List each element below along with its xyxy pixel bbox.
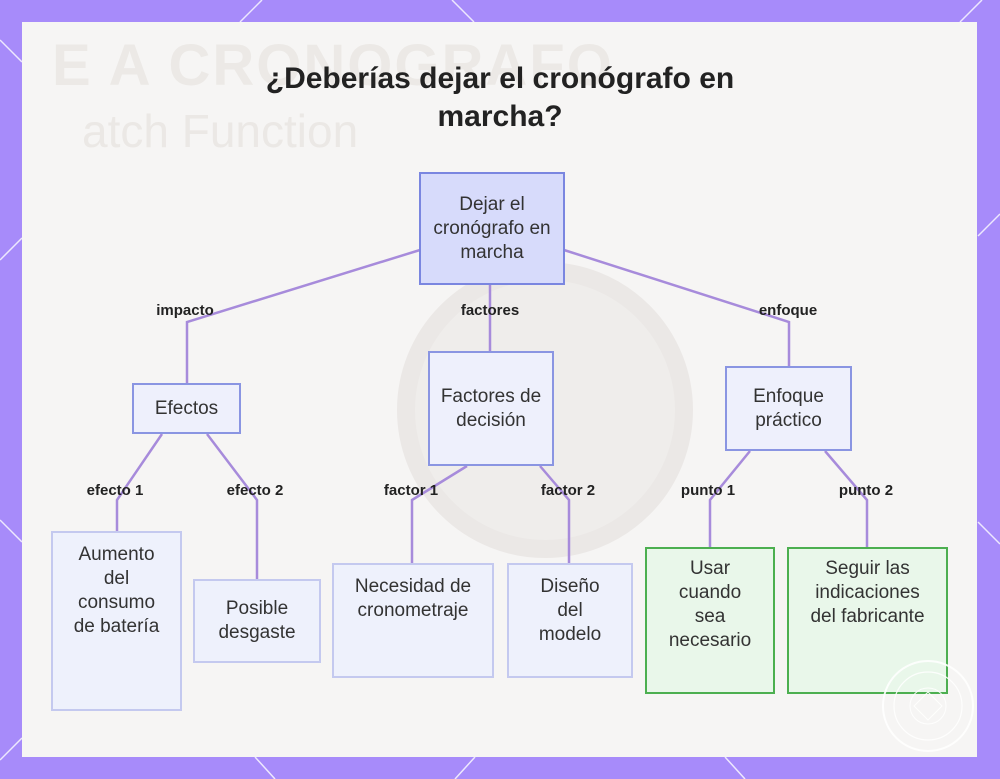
edge-label-factor-1: factor 1 <box>383 482 439 499</box>
edge-punto1 <box>708 450 751 548</box>
edge-label-punto-1: punto 1 <box>680 482 736 499</box>
background-watermark-sub: atch Function <box>82 105 359 157</box>
node-necesidad-cronometraje: Necesidad de cronometraje <box>332 563 494 678</box>
edge-punto2 <box>824 450 869 548</box>
edge-label-efecto-1: efecto 1 <box>86 482 144 499</box>
seal-icon <box>893 671 963 741</box>
node-root: Dejar el cronógrafo en marcha <box>419 172 565 285</box>
edge-efecto1 <box>115 433 164 531</box>
node-usar-cuando-necesario: Usar cuando sea necesario <box>645 547 775 694</box>
node-posible-desgaste: Posible desgaste <box>193 579 321 663</box>
edge-label-factores: factores <box>460 302 520 319</box>
edge-label-enfoque: enfoque <box>758 302 818 319</box>
node-diseno-modelo: Diseño del modelo <box>507 563 633 678</box>
edge-enfoque <box>563 248 791 366</box>
diagram-title: ¿Deberías dejar el cronógrafo en marcha? <box>265 62 735 133</box>
edge-label-factor-2: factor 2 <box>540 482 596 499</box>
edge-factor2 <box>539 465 571 564</box>
seal-logo <box>882 660 974 752</box>
node-efectos: Efectos <box>132 383 241 434</box>
background-watermark: E A CRONOGRAFO <box>52 33 614 98</box>
node-factores-decision: Factores de decisión <box>428 351 554 466</box>
node-enfoque-practico: Enfoque práctico <box>725 366 852 451</box>
edge-label-punto-2: punto 2 <box>838 482 894 499</box>
edge-factor1 <box>410 464 468 564</box>
edge-label-impacto: impacto <box>156 302 214 319</box>
edge-impacto <box>185 248 421 384</box>
node-aumento-consumo: Aumento del consumo de batería <box>51 531 182 711</box>
edge-efecto2 <box>206 433 259 580</box>
node-seguir-indicaciones: Seguir las indicaciones del fabricante <box>787 547 948 694</box>
edge-label-efecto-2: efecto 2 <box>226 482 284 499</box>
